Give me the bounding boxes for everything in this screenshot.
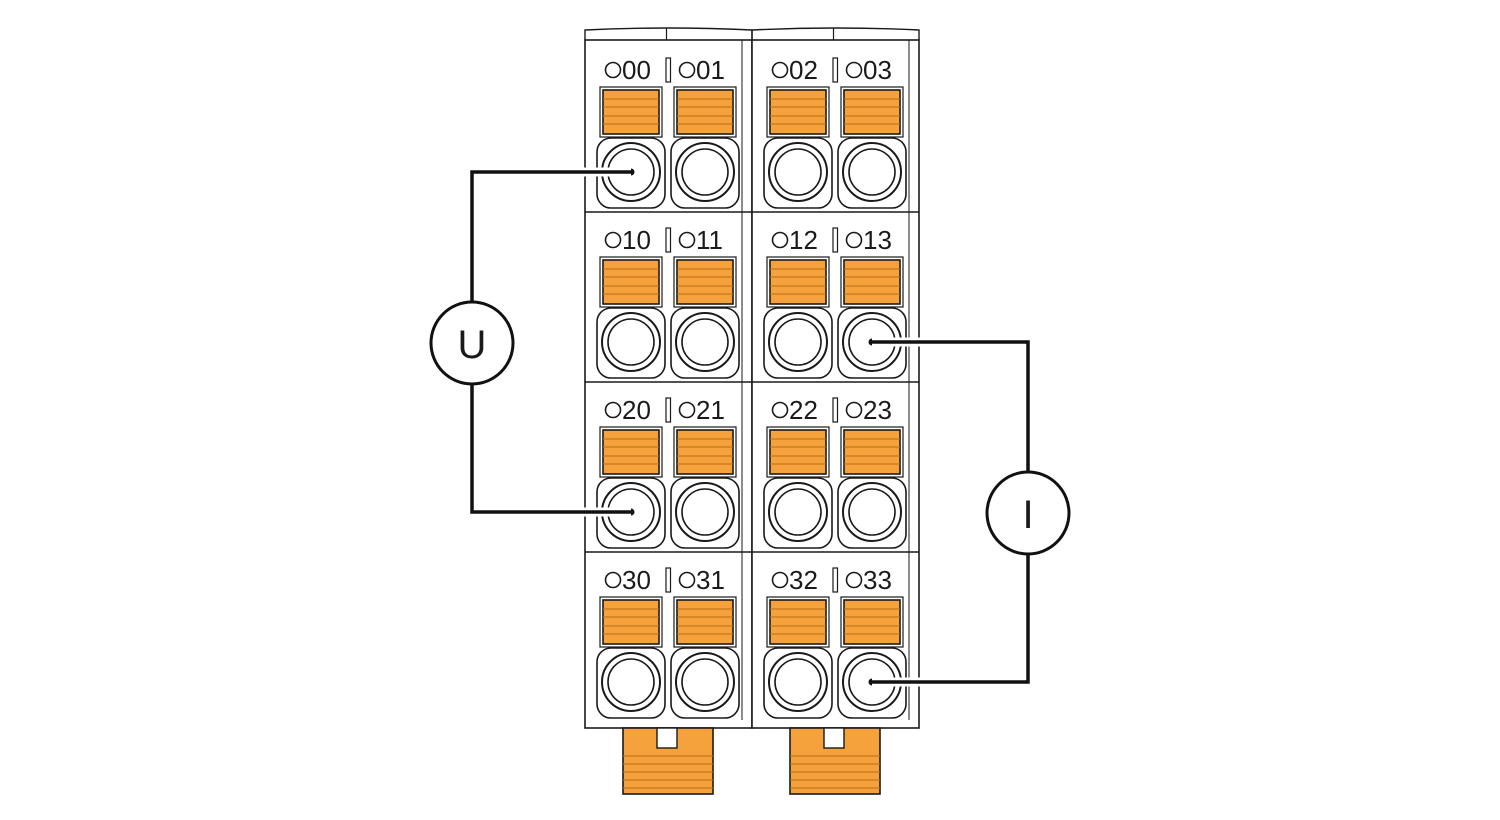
wire-entry-hole	[774, 148, 822, 196]
push-lever	[602, 259, 660, 305]
wire-entry-hole	[848, 148, 896, 196]
marker-slot	[665, 57, 672, 83]
marker-slot	[665, 397, 672, 423]
led-indicator-icon	[604, 401, 622, 419]
module-top-cap	[751, 27, 920, 40]
push-lever	[769, 599, 827, 645]
led-indicator-icon	[771, 571, 789, 589]
push-lever	[843, 599, 901, 645]
led-indicator-icon	[845, 61, 863, 79]
terminal-label: 11	[696, 225, 723, 255]
terminal-module: 00 01 10 11 20 21 30 31	[584, 27, 753, 795]
connector-latch	[823, 727, 845, 749]
terminal-label: 03	[863, 55, 892, 85]
push-lever	[769, 429, 827, 475]
marker-slot	[832, 57, 839, 83]
wire-entry-hole	[774, 318, 822, 366]
meters: U I	[429, 300, 1071, 556]
push-lever	[602, 89, 660, 135]
push-lever	[602, 599, 660, 645]
led-indicator-icon	[845, 401, 863, 419]
wire-entry-hole	[681, 658, 729, 706]
push-lever	[602, 429, 660, 475]
push-lever	[769, 259, 827, 305]
led-indicator-icon	[678, 571, 696, 589]
led-indicator-icon	[771, 61, 789, 79]
marker-slot	[832, 567, 839, 593]
terminal-label: 30	[622, 565, 651, 595]
terminal-label: 31	[696, 565, 725, 595]
ammeter-label: I	[1022, 493, 1033, 537]
voltmeter-label: U	[458, 323, 487, 367]
wire-entry-hole	[607, 318, 655, 366]
wire-entry-hole	[607, 658, 655, 706]
terminal-label: 32	[789, 565, 818, 595]
push-lever	[676, 429, 734, 475]
wire-entry-hole	[681, 148, 729, 196]
push-lever	[769, 89, 827, 135]
marker-slot	[665, 567, 672, 593]
push-lever	[676, 89, 734, 135]
voltmeter-symbol	[429, 300, 515, 386]
led-indicator-icon	[604, 571, 622, 589]
wire-entry-hole	[681, 488, 729, 536]
ammeter: I	[985, 470, 1071, 556]
led-indicator-icon	[845, 571, 863, 589]
terminal-label: 22	[789, 395, 818, 425]
terminal-label: 12	[789, 225, 818, 255]
push-lever	[843, 89, 901, 135]
marker-slot	[665, 227, 672, 253]
push-lever	[843, 259, 901, 305]
module-top-cap	[584, 27, 753, 40]
terminal-label: 13	[863, 225, 892, 255]
led-indicator-icon	[604, 61, 622, 79]
terminal-label: 20	[622, 395, 651, 425]
voltmeter: U	[429, 300, 515, 386]
push-lever	[843, 429, 901, 475]
ammeter-symbol	[985, 470, 1071, 556]
terminal-block-housing: 00 01 10 11 20 21 30 31 02 03 12 13 22 23 32 33	[584, 27, 920, 795]
terminal-label: 00	[622, 55, 651, 85]
terminal-label: 10	[622, 225, 651, 255]
led-indicator-icon	[845, 231, 863, 249]
push-lever	[676, 599, 734, 645]
terminal-label: 21	[696, 395, 725, 425]
terminal-label: 02	[789, 55, 818, 85]
terminal-module: 02 03 12 13 22 23 32 33	[751, 27, 920, 795]
wire-entry-hole	[774, 658, 822, 706]
led-indicator-icon	[678, 61, 696, 79]
terminal-label: 01	[696, 55, 725, 85]
wire-entry-hole	[848, 488, 896, 536]
led-indicator-icon	[678, 231, 696, 249]
led-indicator-icon	[771, 231, 789, 249]
marker-slot	[832, 227, 839, 253]
terminal-label: 23	[863, 395, 892, 425]
terminal-label: 33	[863, 565, 892, 595]
connector-latch	[656, 727, 678, 749]
led-indicator-icon	[604, 231, 622, 249]
wire-entry-hole	[774, 488, 822, 536]
wire-entry-hole	[681, 318, 729, 366]
led-indicator-icon	[771, 401, 789, 419]
push-lever	[676, 259, 734, 305]
led-indicator-icon	[678, 401, 696, 419]
marker-slot	[832, 397, 839, 423]
